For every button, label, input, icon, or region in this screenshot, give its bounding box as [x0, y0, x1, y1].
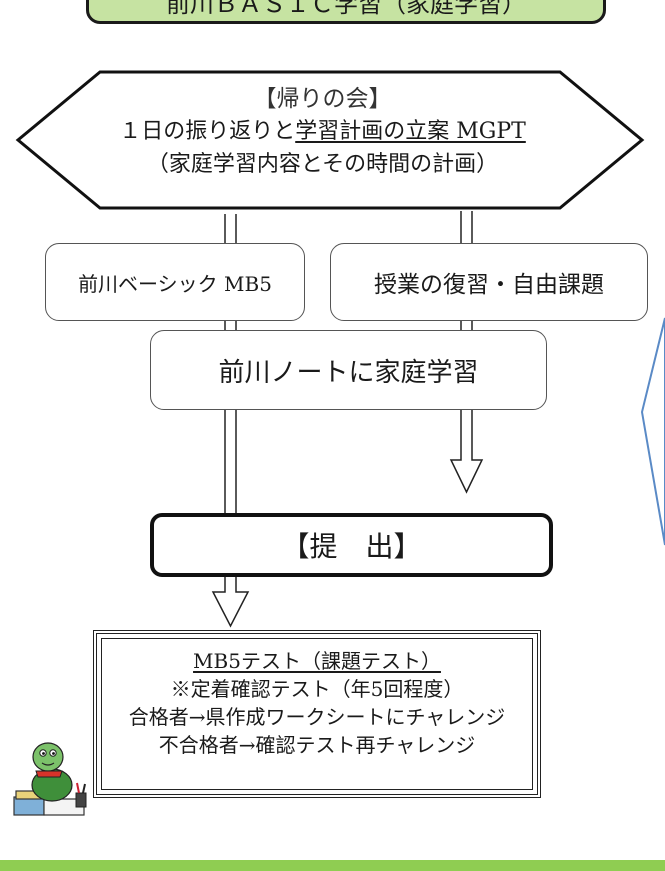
banner-title: 前川ＢＡＳＩＣ学習（家庭学習） [166, 0, 526, 18]
connector-right-mid [460, 321, 473, 330]
meeting-title: 【帰りの会】 [253, 86, 392, 112]
meeting-hexagon [15, 70, 645, 210]
connector-right-top [460, 211, 473, 243]
review-label: 授業の復習・自由課題 [374, 272, 604, 298]
test-title-text: MB5テスト（課題テスト） [193, 649, 441, 673]
test-title: MB5テスト（課題テスト） [93, 648, 541, 674]
meeting-plan-detail: （家庭学習内容とその時間の計画） [146, 152, 499, 177]
top-banner: 前川ＢＡＳＩＣ学習（家庭学習） [86, 0, 606, 24]
arrow-submit-to-test [211, 577, 250, 628]
meeting-planning-prefix: １日の振り返りと [119, 119, 296, 144]
turtle-mascot-studying-icon [13, 742, 87, 816]
meeting-planning-underlined: 学習計画の立案 MGPT [295, 119, 526, 144]
side-arrow-shape [640, 317, 665, 546]
basic-mb5-box: 前川ベーシック MB5 [45, 243, 305, 321]
review-box: 授業の復習・自由課題 [330, 243, 648, 321]
test-box [93, 630, 541, 798]
meeting-planning-line: １日の振り返りと学習計画の立案 MGPT [60, 117, 585, 147]
connector-left-mid [224, 321, 237, 330]
test-fail-result: 不合格者→確認テスト再チャレンジ [158, 733, 476, 757]
test-pass-result: 合格者→県作成ワークシートにチャレンジ [128, 705, 506, 729]
connector-left-lower [224, 410, 237, 513]
basic-mb5-label: 前川ベーシック MB5 [78, 271, 272, 296]
notebook-label: 前川ノートに家庭学習 [218, 357, 479, 388]
connector-left-top [224, 214, 237, 243]
submit-box: 【提 出】 [150, 513, 553, 577]
bottom-green-bar [0, 860, 665, 871]
test-frequency: ※定着確認テスト（年5回程度） [170, 677, 464, 701]
test-box-inner-border [101, 638, 533, 790]
submit-label: 【提 出】 [281, 530, 422, 563]
notebook-box: 前川ノートに家庭学習 [150, 330, 547, 410]
arrow-right-down [449, 410, 484, 494]
